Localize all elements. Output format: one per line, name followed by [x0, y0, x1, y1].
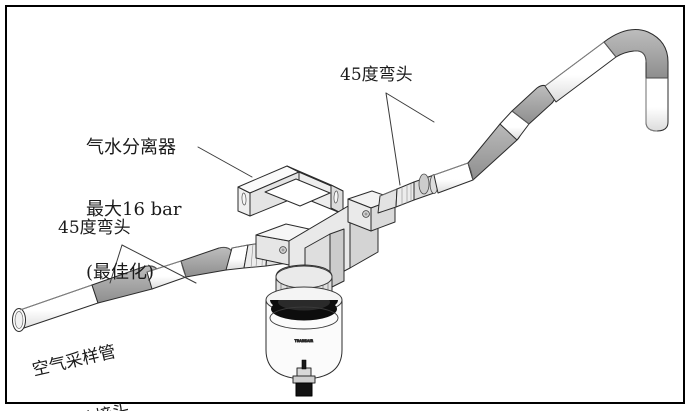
label-elbow-left: 45度弯头	[58, 218, 131, 238]
leader-elbow-left-short	[109, 244, 123, 284]
compression-fitting-right	[377, 173, 439, 214]
leader-elbow-top-long	[385, 92, 401, 186]
air-sampling-pipe-left	[12, 284, 99, 332]
elbow-90-topright	[603, 29, 669, 79]
label-separator-line2: 最大16 bar	[86, 199, 182, 221]
label-separator-line1: 气水分离器	[86, 136, 176, 158]
pipe-run-upper	[544, 41, 617, 103]
label-air-sampling-line2: 道系统接头	[44, 400, 131, 411]
label-air-sampling-line1: 空气采样管	[30, 342, 118, 381]
elbow-45-left-second	[180, 246, 235, 278]
drain-valve	[292, 359, 316, 397]
label-separator: 气水分离器 最大16 bar (最佳化)	[86, 96, 181, 326]
leader-elbow-left-long	[121, 244, 197, 284]
leader-elbow-top-short	[385, 92, 435, 123]
pipe-drop-right	[645, 77, 669, 132]
label-separator-line3: (最佳化)	[86, 262, 155, 283]
leader-separator	[197, 146, 253, 178]
leader-lines	[109, 92, 435, 284]
filter-bowl-assembly: TRANSAIR	[265, 264, 343, 380]
pipe-stub-right	[433, 162, 474, 194]
mounting-bracket	[237, 165, 344, 217]
bowl-embossed-text: TRANSAIR	[294, 339, 314, 343]
label-elbow-top: 45度弯头	[340, 65, 413, 85]
figure-border	[5, 5, 685, 404]
